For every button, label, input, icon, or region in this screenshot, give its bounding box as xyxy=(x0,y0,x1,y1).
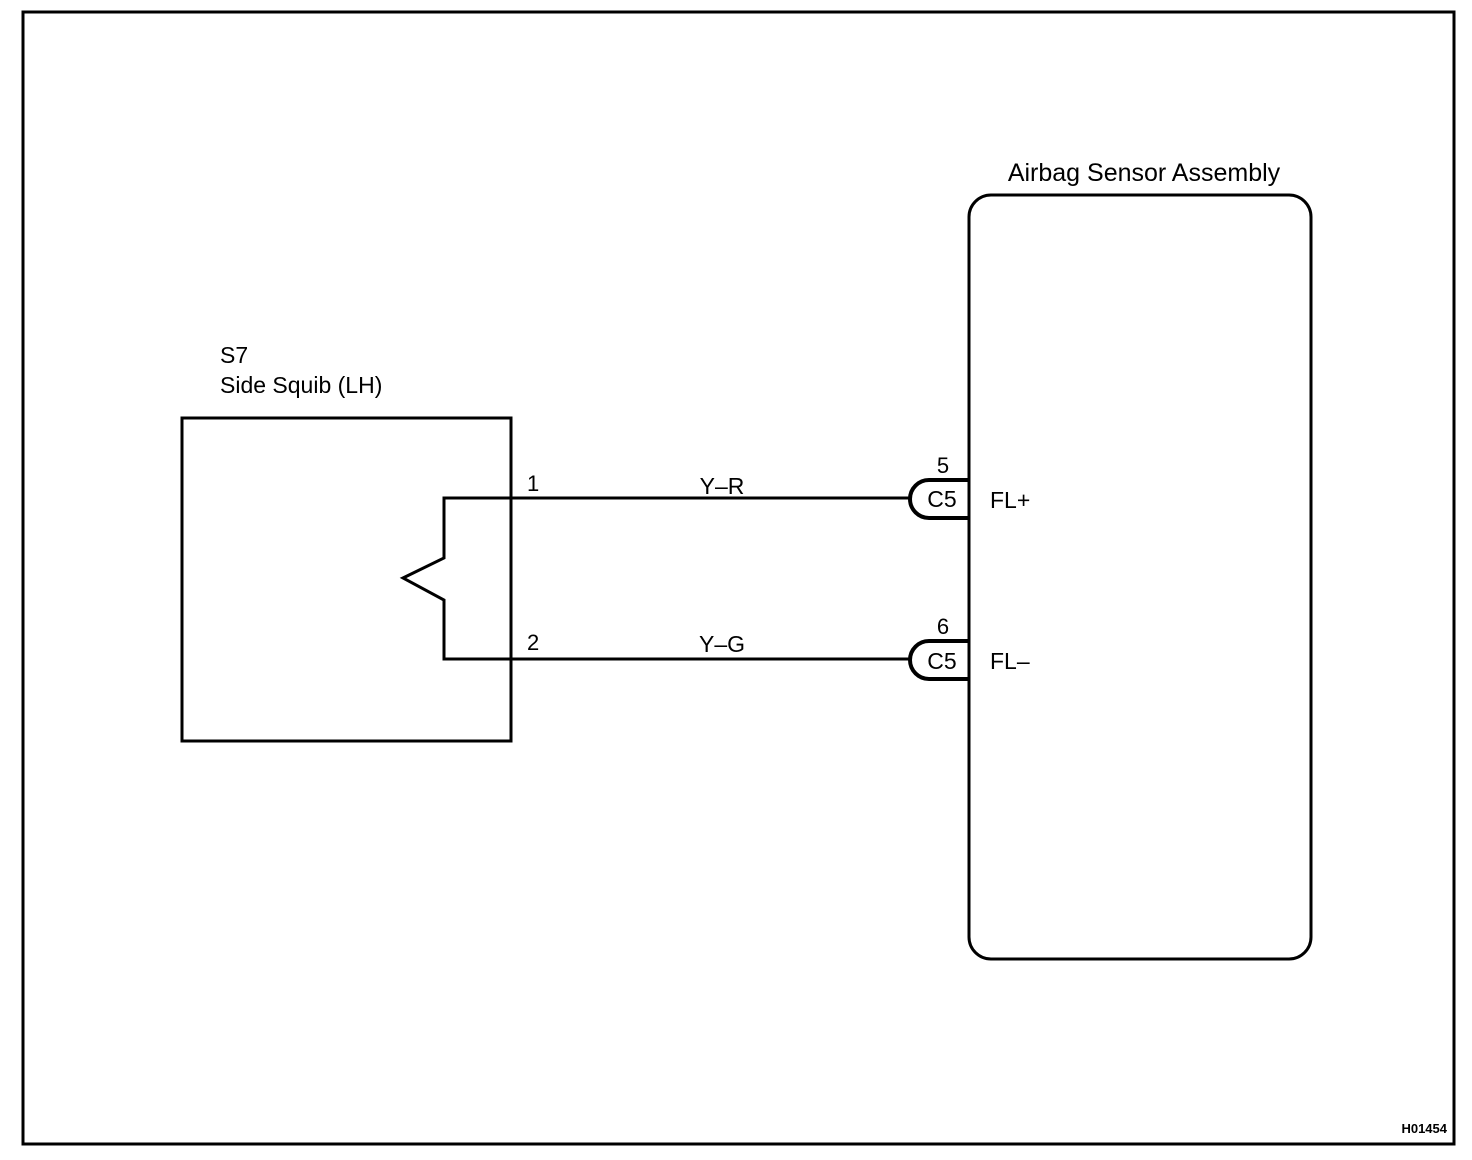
wire-color-label-2: Y–G xyxy=(699,631,745,657)
connector-label-upper: C5 xyxy=(927,486,956,512)
squib-box xyxy=(180,416,513,743)
squib-code: S7 xyxy=(220,342,248,368)
sensor-title: Airbag Sensor Assembly xyxy=(1008,159,1281,187)
wire-color-label-1: Y–R xyxy=(700,473,745,499)
connector-label-lower: C5 xyxy=(927,648,956,674)
squib-pin-1: 1 xyxy=(527,471,539,496)
connector-c5-upper xyxy=(908,478,969,520)
connector-pin-6: 6 xyxy=(937,614,949,639)
squib-name: Side Squib (LH) xyxy=(220,372,382,398)
connector-pin-5: 5 xyxy=(937,453,949,478)
squib-pin-2: 2 xyxy=(527,630,539,655)
sensor-box xyxy=(967,193,1313,961)
sensor-terminal-fl-plus: FL+ xyxy=(990,487,1030,513)
diagram-frame xyxy=(21,10,1456,1146)
connector-c5-lower xyxy=(908,639,969,681)
squib-element-symbol xyxy=(399,496,511,661)
sensor-terminal-fl-minus: FL– xyxy=(990,648,1030,674)
diagram-code: H01454 xyxy=(1401,1121,1447,1136)
